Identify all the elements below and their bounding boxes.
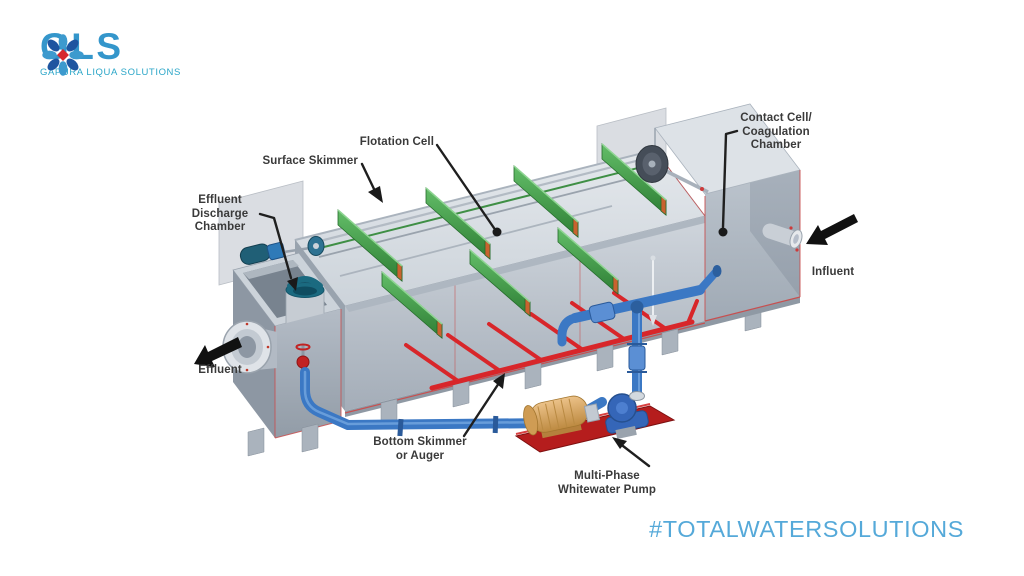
influent-arrow xyxy=(806,214,858,245)
brand-tagline: GAPURA LIQUA SOLUTIONS xyxy=(40,67,181,78)
hashtag-text: #TOTALWATERSOLUTIONS xyxy=(649,516,964,542)
label-whitewater-pump: Multi-Phase Whitewater Pump xyxy=(558,470,656,496)
callout-markers xyxy=(287,186,728,449)
label-effluent: Effluent xyxy=(198,364,242,376)
effluent-arrow xyxy=(194,337,242,367)
check-valve xyxy=(628,345,646,371)
chain-drive-wheel xyxy=(635,145,709,194)
surface-skimmer-paddles xyxy=(337,143,667,339)
label-surface-skimmer: Surface Skimmer xyxy=(262,155,358,167)
brand-logo: GLS GAPURA LIQUA SOLUTIONS xyxy=(36,28,181,78)
pump-motor xyxy=(523,395,589,439)
label-bottom-skimmer: Bottom Skimmer or Auger xyxy=(373,436,467,462)
label-flotation-cell: Flotation Cell xyxy=(359,136,434,148)
gls-flower-icon xyxy=(42,34,84,76)
contact-chamber xyxy=(654,103,803,327)
callout-leaders xyxy=(258,129,739,468)
flow-arrows xyxy=(194,214,858,367)
recirculation-piping xyxy=(300,265,722,437)
whitewater-pump xyxy=(514,391,676,453)
label-influent: Influent xyxy=(811,266,855,278)
level-sensor xyxy=(649,255,657,326)
pump-volute xyxy=(605,393,649,439)
label-effluent-discharge-chamber: Effluent Discharge Chamber xyxy=(191,194,249,234)
skimmer-drive-motor xyxy=(239,241,286,265)
label-contact-cell-chamber: Contact Cell/ Coagulation Chamber xyxy=(740,112,812,152)
effluent-outlet xyxy=(222,320,277,374)
influent-pipe xyxy=(762,223,803,252)
